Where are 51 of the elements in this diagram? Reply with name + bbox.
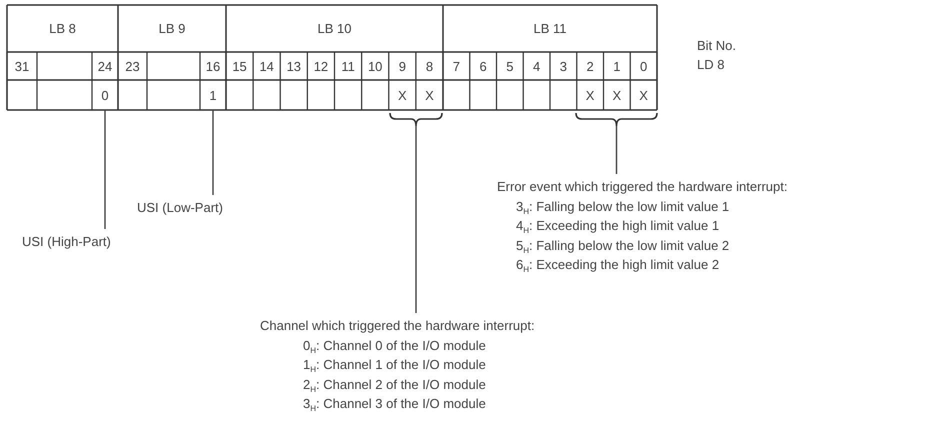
note-heading: Error event which triggered the hardware interrupt: bbox=[497, 178, 788, 196]
leader-line bbox=[104, 110, 106, 229]
bit-number: 13 bbox=[286, 58, 302, 76]
bit-number: 5 bbox=[505, 58, 514, 76]
byte-label: LB 10 bbox=[316, 20, 352, 38]
brace bbox=[575, 113, 658, 126]
bit-number: 24 bbox=[96, 58, 114, 76]
note-item: 2$_{H}$: Channel 2 of the I/O module bbox=[303, 376, 486, 394]
bit-number: 9 bbox=[398, 58, 407, 76]
note-item: 3$_{H}$: Falling below the low limit value 1 bbox=[516, 198, 730, 216]
bit-number: 15 bbox=[231, 58, 248, 76]
bit-number: 3 bbox=[558, 58, 568, 76]
bit-number: 1 bbox=[612, 58, 622, 76]
leader-label: USI (Low-Part) bbox=[137, 198, 223, 218]
note-item: 4$_{H}$: Exceeding the high limit value 1 bbox=[516, 217, 720, 236]
note-item: 0$_{H}$: Channel 0 of the I/O module bbox=[303, 336, 486, 355]
leader-line bbox=[415, 126, 417, 313]
bit-value: 0 bbox=[92, 80, 118, 110]
bit-number: 23 bbox=[124, 58, 141, 76]
byte-label: LB 11 bbox=[532, 20, 568, 38]
leader-line bbox=[616, 126, 618, 174]
bit-value: X bbox=[638, 86, 649, 104]
bit-value: X bbox=[584, 86, 596, 104]
leader-line bbox=[212, 110, 214, 195]
note-item: 3$_{H}$: Channel 3 of the I/O module bbox=[303, 395, 486, 414]
bit-number: 8 bbox=[424, 58, 434, 76]
note-item: 5$_{H}$: Falling below the low limit value 2 bbox=[516, 236, 730, 255]
bit-number: 12 bbox=[312, 58, 330, 76]
byte-label: LB 8 bbox=[48, 20, 77, 38]
bit-number: 2 bbox=[586, 58, 595, 76]
bit-number: 31 bbox=[14, 58, 30, 76]
bit-number: 11 bbox=[340, 58, 356, 76]
bit-number: 10 bbox=[366, 58, 384, 76]
bit-number: 7 bbox=[452, 58, 461, 76]
bit-value: X bbox=[396, 86, 408, 104]
row-label: LD 8 bbox=[697, 56, 726, 74]
row-label: Bit No. bbox=[697, 37, 738, 55]
note-heading: Channel which triggered the hardware interrupt: bbox=[260, 317, 535, 335]
note-item: 6$_{H}$: Exceeding the high limit value 2 bbox=[516, 256, 720, 274]
bit-number: 4 bbox=[532, 58, 542, 76]
note-item: 1$_{H}$: Channel 1 of the I/O module bbox=[303, 356, 486, 374]
brace bbox=[389, 113, 443, 126]
bit-value: X bbox=[612, 86, 622, 104]
bit-number: 14 bbox=[258, 58, 275, 76]
bit-value: 1 bbox=[200, 80, 226, 110]
bit-number: 6 bbox=[478, 58, 488, 76]
leader-label: USI (High-Part) bbox=[22, 232, 111, 252]
bit-number: 0 bbox=[639, 58, 648, 76]
bit-value: X bbox=[424, 86, 435, 104]
bit-number: 16 bbox=[204, 58, 222, 76]
byte-label: LB 9 bbox=[158, 20, 186, 38]
